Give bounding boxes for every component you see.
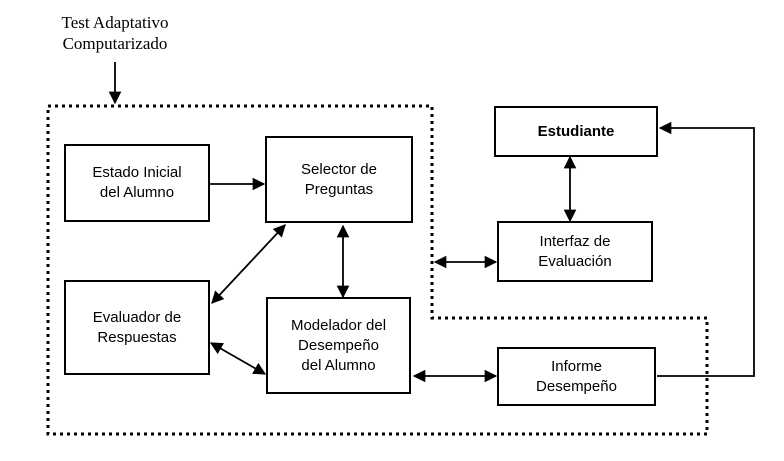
- informe-desempeno-box: Informe Desempeño: [497, 347, 656, 406]
- estado-inicial-label-1: Estado Inicial: [92, 164, 182, 181]
- arrow-selector-evaluador: [211, 224, 286, 304]
- modelador-label-3: del Alumno: [301, 356, 376, 374]
- system-title: Test Adaptativo Computarizado: [40, 12, 190, 54]
- evaluador-label-1: Evaluador de: [92, 308, 182, 326]
- modelador-desempeno-box: Modelador del Desempeño del Alumno: [266, 297, 411, 394]
- interfaz-label-1: Interfaz de: [539, 232, 611, 250]
- selector-preguntas-box: Selector de Preguntas: [265, 136, 413, 223]
- system-title-line1: Test Adaptativo: [61, 13, 169, 32]
- modelador-label-1: Modelador del: [290, 316, 387, 334]
- estudiante-label: Estudiante: [537, 122, 615, 140]
- selector-label-1: Selector de: [301, 160, 377, 178]
- estado-inicial-box: Estado Inicial del Alumno: [64, 144, 210, 222]
- evaluador-respuestas-box: Evaluador de Respuestas: [64, 280, 210, 375]
- system-title-line2: Computarizado: [62, 34, 168, 53]
- estado-inicial-label-2: del Alumno: [99, 184, 175, 201]
- modelador-label-2: Desempeño: [298, 336, 379, 354]
- interfaz-evaluacion-box: Interfaz de Evaluación: [497, 221, 653, 282]
- estudiante-box: Estudiante: [494, 106, 658, 157]
- informe-label-2: Desempeño: [536, 377, 617, 395]
- arrow-informe-to-estudiante: [657, 121, 755, 377]
- evaluador-label-2: Respuestas: [97, 328, 177, 346]
- arrow-evaluador-modelador: [209, 342, 267, 375]
- interfaz-label-2: Evaluación: [538, 252, 612, 270]
- informe-label-1: Informe: [551, 357, 602, 375]
- selector-label-2: Preguntas: [304, 180, 374, 198]
- system-boundary: [46, 104, 709, 436]
